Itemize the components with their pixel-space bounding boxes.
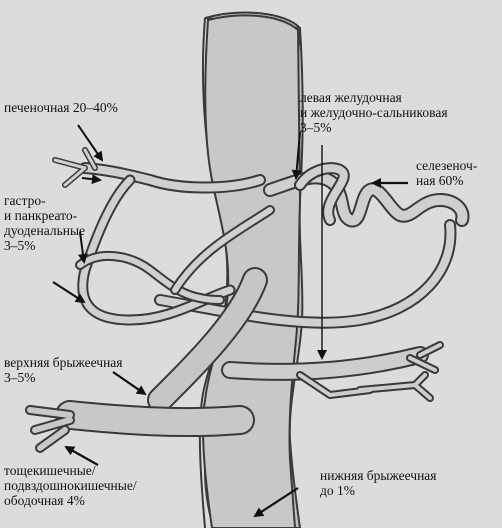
inferior-mesenteric-label: нижняя брыжеечная до 1% (320, 468, 437, 498)
left-gastric-arrow (291, 131, 302, 180)
splenic-label: селезеноч- ная 60% (416, 158, 477, 188)
left-gastric-label: левая желудочная и желудочно-сальниковая… (300, 90, 448, 135)
hepatic-label-text: печеночная 20–40% (4, 100, 118, 115)
gastroduodenal-line-2: и панкреато- (4, 208, 78, 223)
hepatic-arrow (77, 124, 104, 162)
inferior-mesenteric-line-1: нижняя брыжеечная (320, 468, 437, 483)
jejunal-line-3: ободочная 4% (4, 493, 85, 508)
superior-mesenteric-arrow (112, 371, 147, 396)
jejunal-label: тощекишечные/ подвздошнокишечные/ ободоч… (4, 463, 137, 508)
splenic-line-1: селезеноч- (416, 158, 478, 173)
jejunal-arrow (64, 446, 99, 466)
jejunal-line-1: тощекишечные/ (4, 463, 96, 478)
splenic-line-2: ная 60% (416, 173, 464, 188)
left-gastric-line-1: левая желудочная (300, 90, 402, 105)
gastroduodenal-arrow-3 (52, 281, 86, 304)
left-gastric-line-3: 3–5% (300, 120, 332, 135)
gastroduodenal-arrow-1 (81, 174, 102, 185)
superior-mesenteric-label: верхняя брыжеечная 3–5% (4, 355, 123, 385)
hepatic-label: печеночная 20–40% (4, 100, 118, 115)
gastroduodenal-line-4: 3–5% (4, 238, 36, 253)
gastroduodenal-line-1: гастро- (4, 193, 46, 208)
left-gastric-line-2: и желудочно-сальниковая (300, 105, 448, 120)
gastroduodenal-line-3: дуоденальные (4, 223, 86, 238)
jejunal-line-2: подвздошнокишечные/ (4, 478, 137, 493)
gastroduodenal-arrow-2 (77, 231, 88, 264)
superior-mesenteric-line-2: 3–5% (4, 370, 36, 385)
inferior-mesenteric-line-2: до 1% (320, 483, 355, 498)
superior-mesenteric-line-1: верхняя брыжеечная (4, 355, 123, 370)
inferior-mesenteric-arrow (253, 487, 299, 518)
gastroduodenal-label: гастро- и панкреато- дуоденальные 3–5% (4, 193, 85, 253)
